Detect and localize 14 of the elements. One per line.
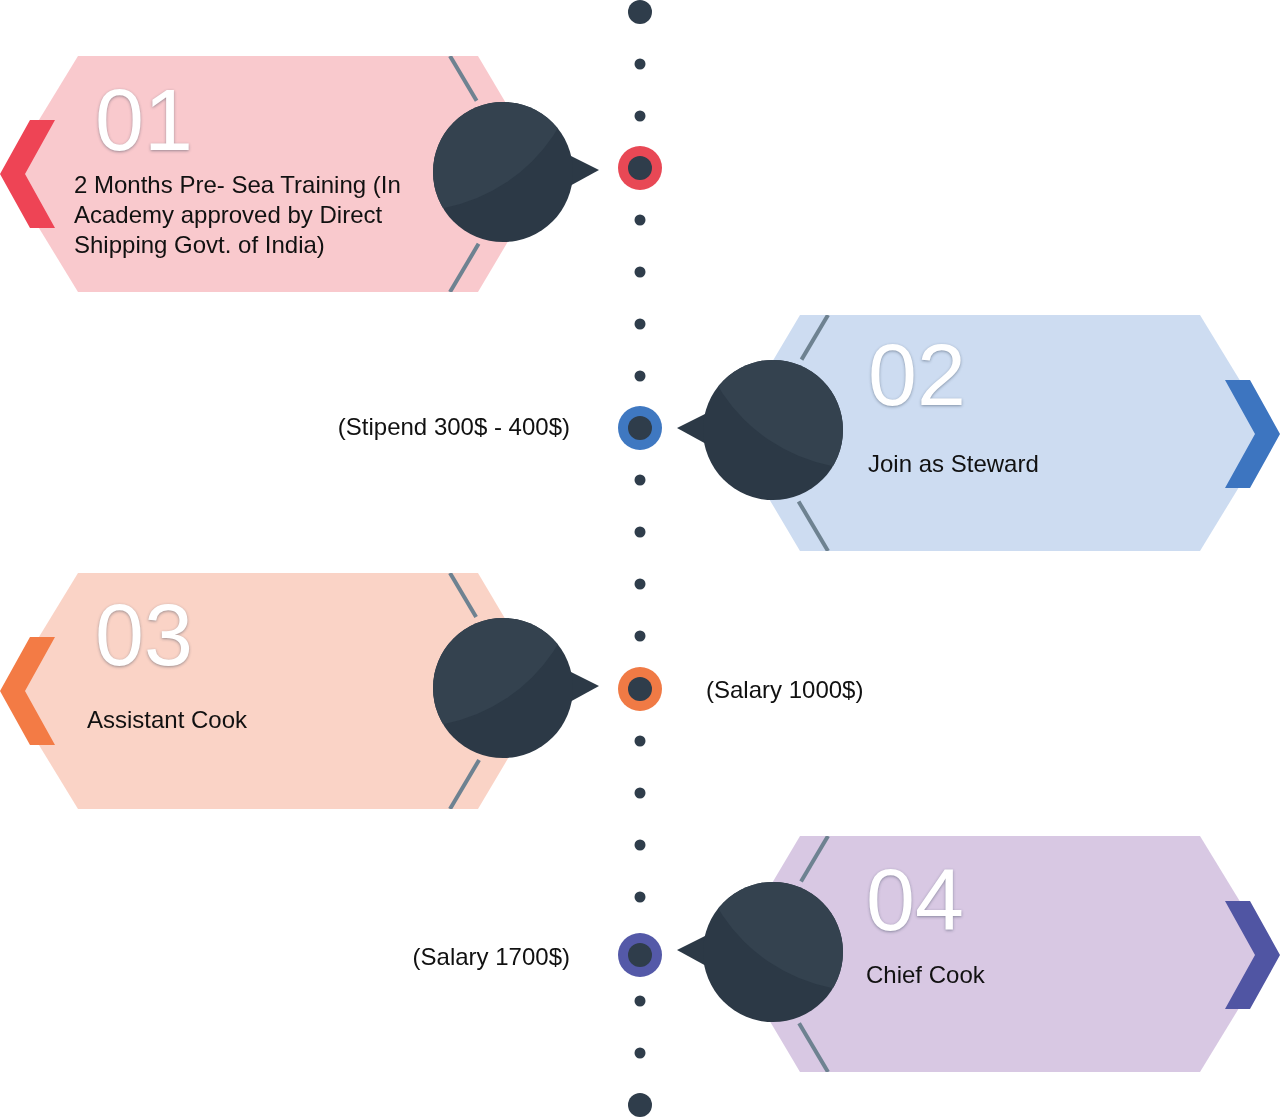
step-number: 03	[95, 591, 193, 679]
pay-label: (Stipend 300$ - 400$)	[337, 412, 570, 442]
step-number: 01	[95, 76, 193, 164]
pay-label: (Salary 1000$)	[706, 675, 864, 705]
step-title: Chief Cook	[866, 960, 986, 990]
hexagon-card	[0, 573, 600, 809]
step-title: Join as Steward	[868, 449, 1040, 479]
hexagon-card	[0, 56, 600, 292]
pay-label: (Salary 1700$)	[412, 942, 570, 972]
step-title: 2 Months Pre- Sea Training (In Academy approved by Direct Shipping Govt. of India)	[74, 170, 402, 260]
step-title: Assistant Cook	[87, 705, 249, 735]
step-number: 04	[866, 856, 964, 944]
hexagon-card	[677, 836, 1280, 1072]
hexagon-card	[677, 315, 1280, 551]
